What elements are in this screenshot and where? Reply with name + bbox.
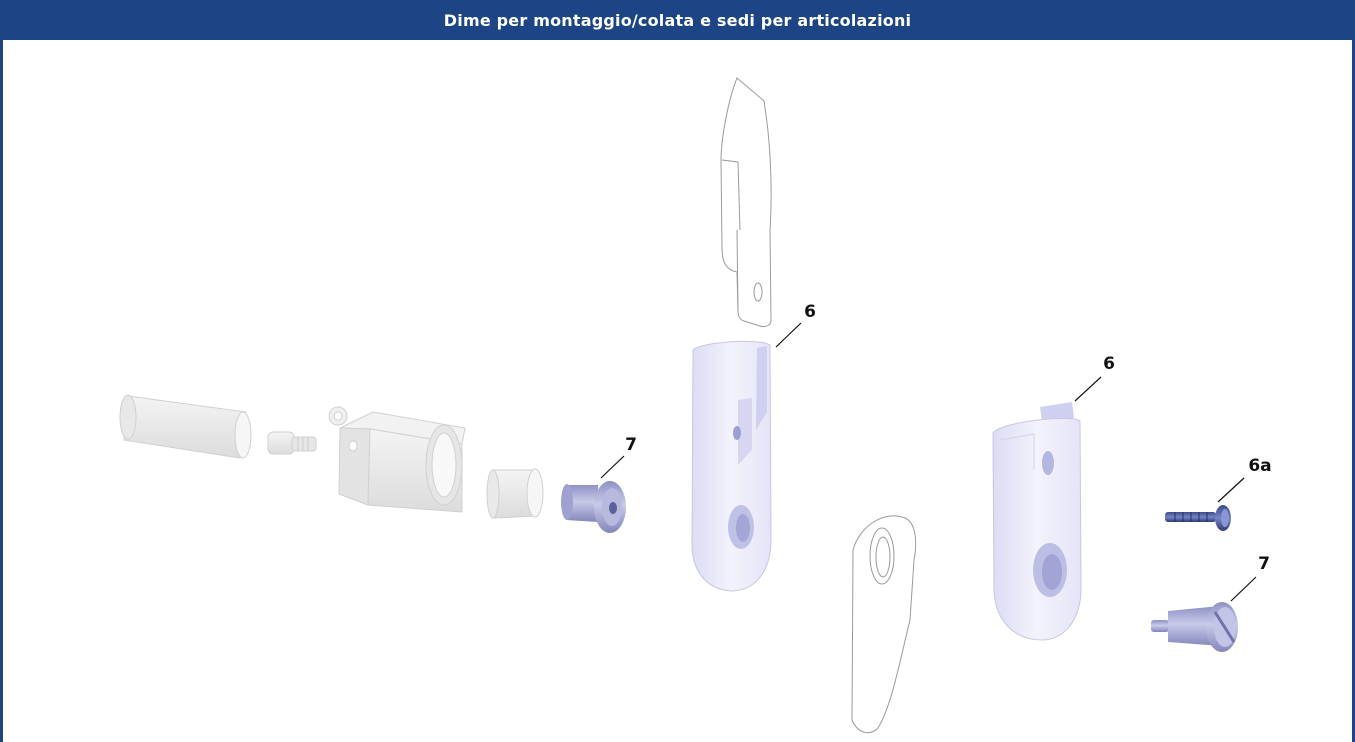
countersunk-screw-part [1165,505,1231,531]
callout-label: 7 [625,435,637,455]
square-tube-part [338,411,466,513]
sleeve-part [486,468,544,519]
cylinder-pin-part [119,394,252,459]
page-title: Dime per montaggio/colata e sedi per art… [443,10,912,30]
callout-left-7: 7 [600,435,637,479]
bottom-stirrup-part [851,515,917,734]
callout-right-6a: 6a [1217,456,1272,503]
exploded-view-diagram: 7 6 6 6a 7 [119,77,1272,734]
small-nut-part [328,406,348,426]
callout-label: 6a [1248,456,1271,476]
callout-label: 7 [1258,554,1270,574]
page-header: Dime per montaggio/colata e sedi per art… [0,0,1355,40]
callout-right-7: 7 [1230,554,1270,602]
callout-right-6: 6 [1074,354,1115,402]
top-stirrup-part [720,77,772,328]
callout-label: 6 [1103,354,1115,374]
callout-center-6: 6 [775,302,816,348]
small-screw-part [267,431,317,455]
callout-label: 6 [804,302,816,322]
center-joint-plate-part [691,340,772,592]
left-bushing-part [561,481,626,533]
shoulder-bolt-part [1151,602,1238,652]
right-joint-plate-part [992,402,1082,641]
